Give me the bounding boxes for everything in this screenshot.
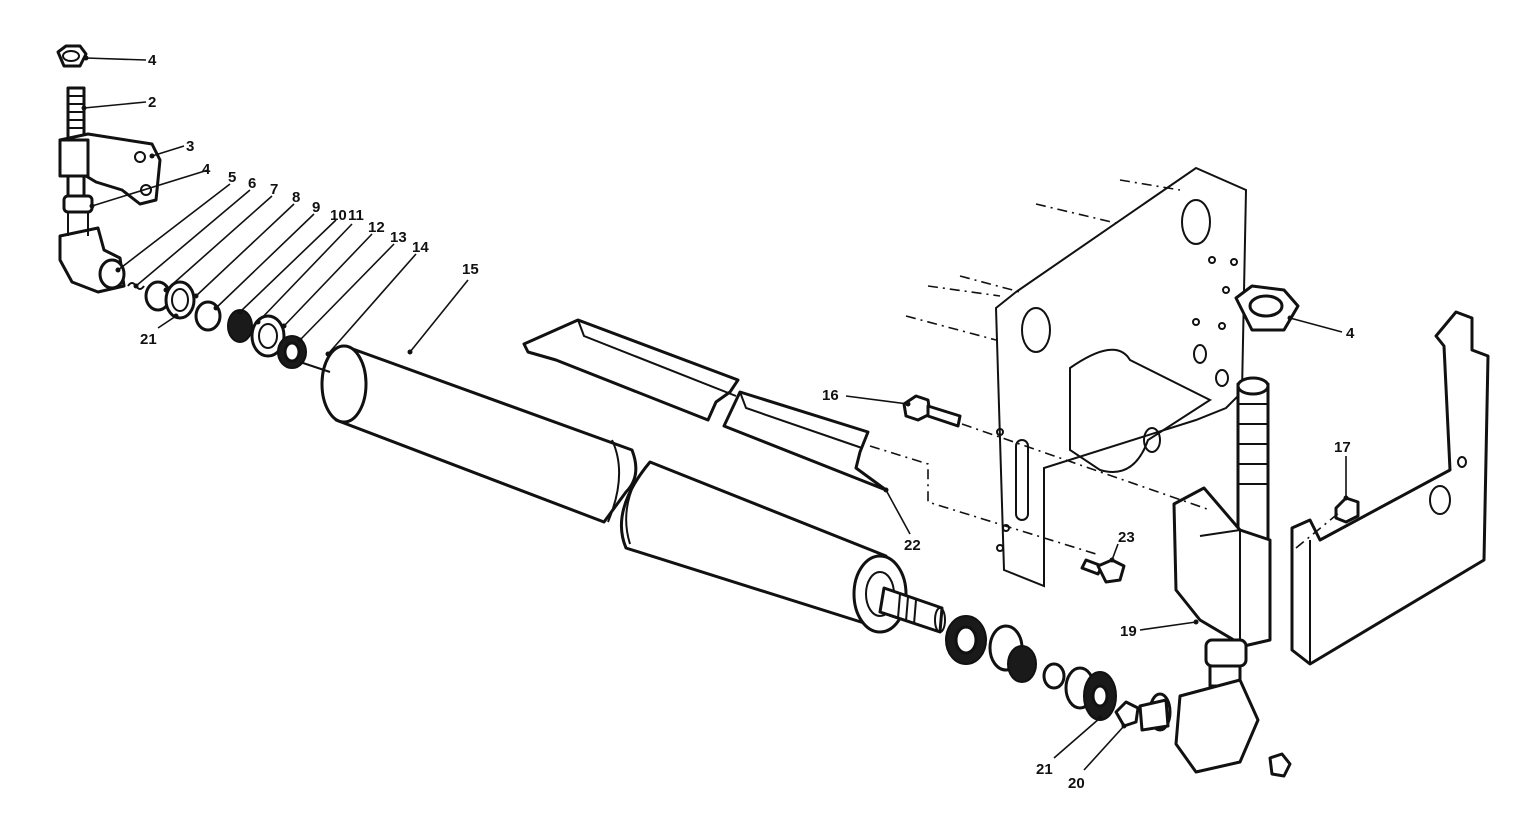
callout-9: 9: [312, 199, 320, 216]
callout-15: 15: [462, 261, 479, 278]
bolt-23: [1080, 558, 1126, 584]
callout-10: 10: [330, 207, 347, 224]
roller-shaft-right: [878, 586, 946, 634]
callout-5: 5: [228, 169, 236, 186]
elbow-housing-right: [1138, 678, 1260, 774]
callout-labels: 4 2 3 4 5 6 7 8 9 10 11 12 13 14 15 21 4…: [140, 52, 1355, 792]
callout-19: 19: [1120, 623, 1137, 640]
elbow-housing-left: [58, 212, 126, 294]
callout-16: 16: [822, 387, 839, 404]
callout-22: 22: [904, 537, 921, 554]
callout-4-top: 4: [148, 52, 157, 69]
callout-14: 14: [412, 239, 429, 256]
callout-2: 2: [148, 94, 156, 111]
callout-21-right: 21: [1036, 761, 1053, 778]
callout-13: 13: [390, 229, 407, 246]
grease-fitting: [1268, 752, 1292, 778]
callout-3: 3: [186, 138, 194, 155]
bearing-stack-right: [945, 615, 1140, 728]
nut-17: [1334, 496, 1360, 524]
side-plate: [905, 166, 1248, 588]
scraper-plate: [522, 318, 888, 492]
bolt-16: [902, 394, 962, 428]
adjusting-rod-left: [66, 86, 86, 148]
bearing-stack-left: [144, 280, 307, 369]
nut-right-top: [1234, 284, 1300, 332]
callout-8: 8: [292, 189, 300, 206]
roller-tube-lower: [619, 460, 908, 634]
callout-4-right: 4: [1346, 325, 1355, 342]
roller-bracket-left: [58, 132, 162, 214]
callout-4-mid: 4: [202, 161, 211, 178]
guard-bracket: [1290, 310, 1490, 666]
callout-12: 12: [368, 219, 385, 236]
callout-17: 17: [1334, 439, 1351, 456]
roller-bracket-right: [1172, 486, 1272, 688]
leader-lines: [81, 55, 1349, 771]
nut-left-top: [56, 44, 88, 68]
callout-7: 7: [270, 181, 278, 198]
callout-6: 6: [248, 175, 256, 192]
callout-11: 11: [348, 207, 364, 224]
roller-tube-upper: [299, 344, 638, 524]
assembly-guide-lines: [869, 423, 1341, 555]
callout-21-left: 21: [140, 331, 157, 348]
callout-20: 20: [1068, 775, 1085, 792]
adjusting-rod-right: [1236, 376, 1270, 546]
callout-23: 23: [1118, 529, 1135, 546]
